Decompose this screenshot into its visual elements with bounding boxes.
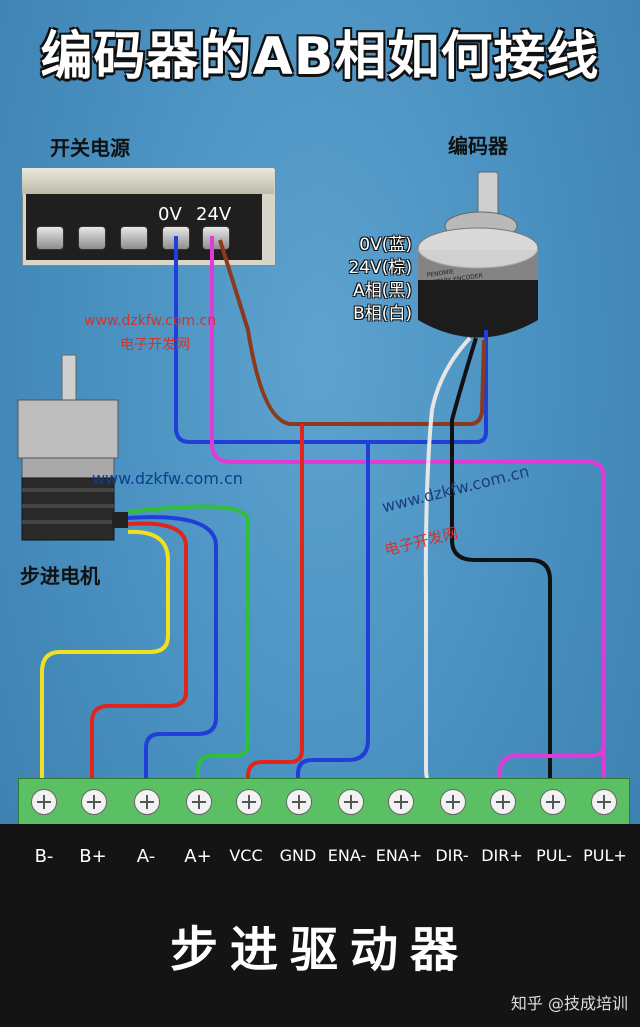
psu-screw <box>78 226 106 250</box>
wire-yellow-b-minus <box>40 529 170 800</box>
watermark-url-2: www.dzkfw.com.cn <box>92 469 243 488</box>
terminal-gnd <box>286 789 312 815</box>
terminal-label-gnd: GND <box>279 846 317 865</box>
encoder-label: 编码器 <box>448 134 508 158</box>
terminal-label-a-plus: A+ <box>184 846 212 867</box>
stepper-motor-image <box>17 354 128 541</box>
terminal-ena-plus <box>388 789 414 815</box>
terminal-label-dir-plus: DIR+ <box>481 846 523 865</box>
psu-housing <box>22 168 274 194</box>
terminal-label-vcc: VCC <box>229 846 263 865</box>
wire-black-a-phase <box>450 337 552 800</box>
footer-credit: 知乎 @技成培训 <box>510 994 628 1013</box>
driver-name: 步进驱动器 <box>169 922 470 978</box>
wire-red-b-plus <box>90 521 188 800</box>
terminal-dir-plus <box>490 789 516 815</box>
terminal-a-plus <box>186 789 212 815</box>
terminal-label-a-minus: A- <box>136 846 156 867</box>
wire-magenta-dir-plus <box>498 743 606 800</box>
terminal-a-minus <box>134 789 160 815</box>
terminal-dir-minus <box>440 789 466 815</box>
watermark-url: www.dzkfw.com.cn <box>84 313 217 329</box>
terminal-label-ena-plus: ENA+ <box>375 846 423 865</box>
encoder-wire-24v: 24V(棕) <box>348 258 412 278</box>
terminal-b-minus <box>31 789 57 815</box>
terminal-vcc <box>236 789 262 815</box>
wire-brown <box>218 239 486 426</box>
wire-blue-gnd <box>296 442 370 800</box>
terminal-ena-minus <box>338 789 364 815</box>
terminal-label-b-minus: B- <box>34 846 54 867</box>
terminal-label-b-plus: B+ <box>79 846 107 867</box>
terminal-label-pul-plus: PUL+ <box>583 846 627 865</box>
encoder-wire-a-phase: A相(黑) <box>353 281 412 301</box>
encoder-wire-0v: 0V(蓝) <box>359 235 412 255</box>
stepper-driver <box>0 824 640 1027</box>
encoder-wire-b-phase: B相(白) <box>353 304 412 324</box>
encoder-body-text-1: PENOMIE <box>426 268 454 279</box>
wire-white-b-phase <box>423 336 472 802</box>
terminal-label-pul-minus: PUL- <box>536 846 572 865</box>
psu-screw <box>36 226 64 250</box>
terminal-b-plus <box>81 789 107 815</box>
psu-screw <box>120 226 148 250</box>
psu-label: 开关电源 <box>50 136 130 160</box>
wire-blue-a-minus <box>127 515 218 800</box>
wire-magenta-24v <box>210 236 606 800</box>
terminal-pul-minus <box>540 789 566 815</box>
watermark-site: 电子开发网 <box>120 337 190 353</box>
terminal-strip <box>18 778 630 826</box>
terminal-label-ena-minus: ENA- <box>327 846 367 865</box>
page-title: 编码器的AB相如何接线 <box>40 27 600 87</box>
wire-green-a-plus <box>127 504 250 800</box>
psu-24v-label: 24V <box>196 204 232 225</box>
psu-screw-24v <box>202 226 230 250</box>
terminal-label-dir-minus: DIR- <box>435 846 469 865</box>
wire-red-vcc <box>246 424 304 800</box>
psu-0v-label: 0V <box>158 204 182 225</box>
terminal-pul-plus <box>591 789 617 815</box>
wire-blue-0v <box>174 236 488 444</box>
encoder-image <box>417 171 539 338</box>
motor-label: 步进电机 <box>20 564 100 588</box>
